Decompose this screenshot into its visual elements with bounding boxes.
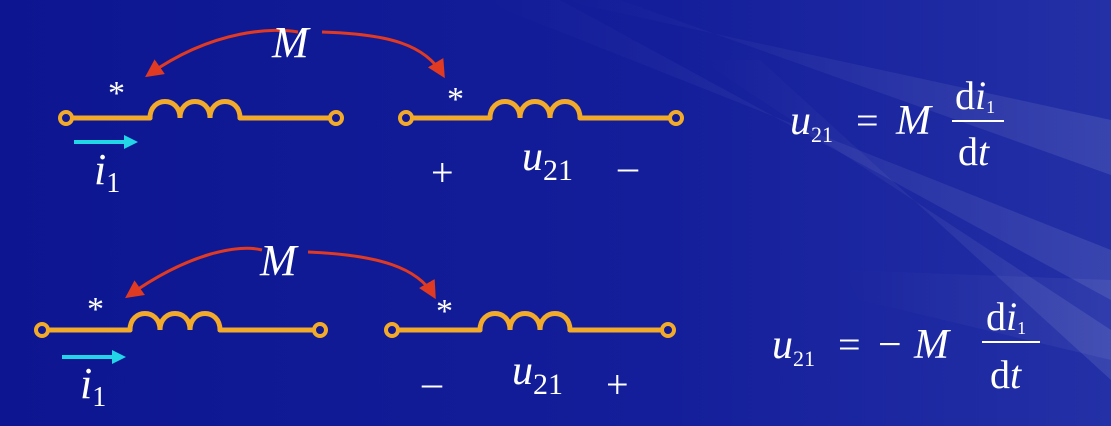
terminal	[328, 110, 344, 126]
polarity-minus: –	[421, 360, 443, 405]
svg-text:=: =	[838, 322, 861, 367]
mutual-label: M	[271, 18, 311, 67]
bottom-circuit: M * * i1 – u21 +	[34, 236, 1040, 413]
polarity-plus: +	[431, 150, 454, 195]
svg-text:M: M	[895, 98, 933, 144]
background-streak	[840, 270, 1111, 360]
dot-marker: *	[447, 81, 464, 118]
primary-coil	[39, 311, 323, 333]
secondary-coil	[389, 311, 671, 333]
svg-text:M: M	[913, 322, 951, 368]
mutual-arc	[145, 28, 299, 78]
terminal	[398, 110, 414, 126]
mutual-label: M	[259, 236, 299, 285]
mutual-arc	[125, 246, 263, 299]
current-label: i1	[94, 145, 120, 199]
secondary-coil	[403, 99, 679, 121]
svg-text:u21: u21	[772, 322, 815, 371]
primary-coil	[63, 99, 339, 121]
polarity-plus: +	[606, 362, 629, 407]
svg-text:dt: dt	[990, 352, 1022, 397]
equation-top: u21 = M di1 dt	[790, 73, 1004, 174]
svg-text:u21: u21	[790, 98, 833, 147]
mutual-arc	[321, 30, 445, 79]
mutual-arc	[307, 250, 436, 300]
terminal	[58, 110, 74, 126]
voltage-label: u21	[512, 348, 563, 401]
svg-text:di1: di1	[986, 294, 1026, 339]
terminal	[312, 322, 328, 338]
dot-marker: *	[436, 293, 453, 330]
dot-marker: *	[108, 75, 125, 112]
current-label: i1	[80, 359, 106, 413]
terminal	[384, 322, 400, 338]
terminal	[660, 322, 676, 338]
svg-text:dt: dt	[958, 129, 990, 174]
svg-text:−: −	[878, 322, 902, 368]
terminal	[34, 322, 50, 338]
current-arrow	[62, 350, 126, 364]
svg-text:=: =	[856, 98, 879, 143]
top-circuit: M * * i1 + u21 –	[58, 18, 1004, 199]
current-arrow	[74, 135, 138, 149]
dot-marker: *	[87, 291, 104, 328]
voltage-label: u21	[522, 134, 573, 187]
polarity-minus: –	[617, 144, 639, 189]
terminal	[668, 110, 684, 126]
equation-bottom: u21 = − M di1 dt	[772, 294, 1040, 397]
svg-text:di1: di1	[955, 73, 995, 118]
